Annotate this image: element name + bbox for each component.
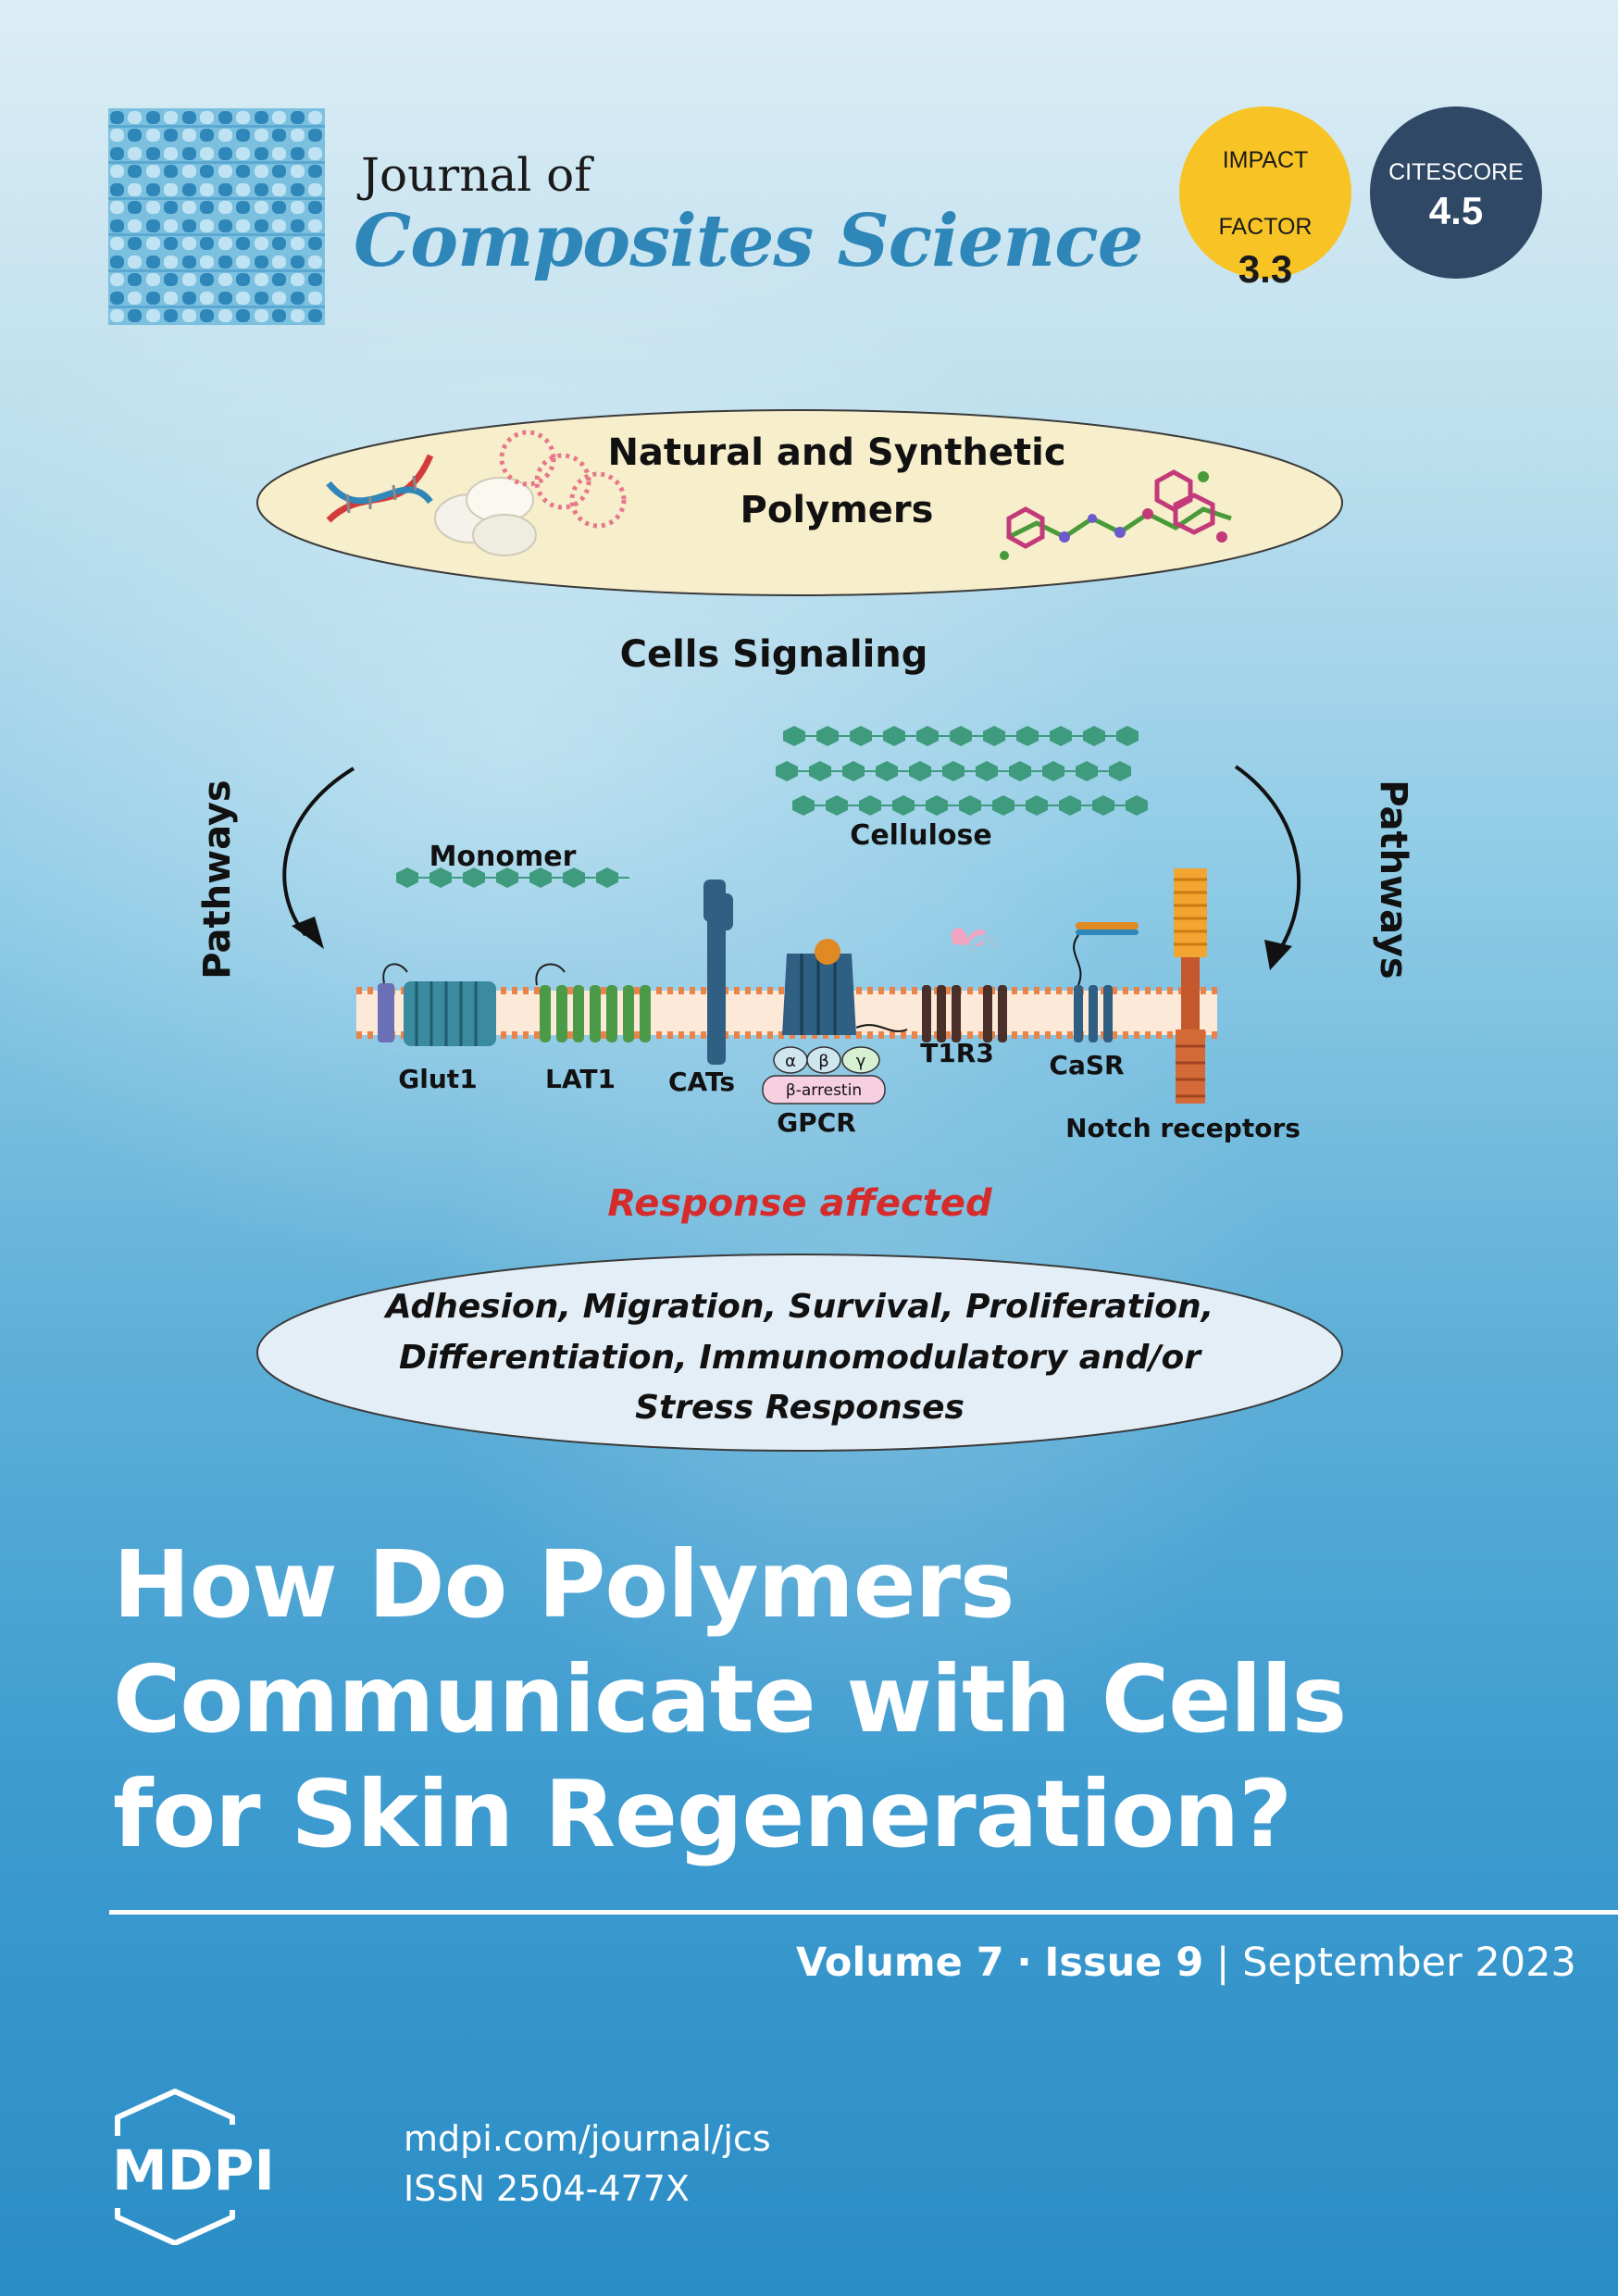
bottom-ellipse-line1: Adhesion, Migration, Survival, Prolifera… <box>383 1288 1214 1326</box>
polymer-chain-icon <box>499 430 627 529</box>
journal-name: Composites Science <box>354 199 1143 283</box>
casr-label: CaSR <box>1049 1050 1124 1080</box>
impact-value: 3.3 <box>1238 247 1293 291</box>
issue-bar: | <box>1215 1940 1230 1986</box>
title-divider <box>109 1910 1618 1915</box>
journal-issn: ISSN 2504-477X <box>404 2168 690 2209</box>
impact-factor-badge: IMPACT FACTOR 3.3 <box>1179 106 1351 291</box>
volume-text: Volume 7 <box>796 1940 1004 1986</box>
gpcr-gamma: γ <box>856 1052 866 1071</box>
notch-receptor <box>1174 868 1207 1104</box>
top-ellipse-line2: Polymers <box>741 489 934 531</box>
issue-date: September 2023 <box>1242 1940 1576 1986</box>
top-ellipse-line1: Natural and Synthetic <box>607 431 1065 474</box>
gpcr-arrestin: β-arrestin <box>786 1081 862 1100</box>
article-title: How Do Polymers Communicate with Cells f… <box>113 1528 1557 1872</box>
issue-info: Volume 7 · Issue 9 | September 2023 <box>796 1940 1576 1986</box>
article-title-line3: for Skin Regeneration? <box>113 1760 1292 1868</box>
right-pathway-arrow <box>1234 765 1301 970</box>
gpcr-beta: β <box>818 1052 829 1071</box>
journal-logo-pattern <box>108 108 325 325</box>
t1r3-label: T1R3 <box>920 1038 994 1068</box>
cats-transporter <box>703 880 733 1065</box>
casr-receptor <box>1073 922 1139 1042</box>
lat1-transporter <box>535 963 651 1042</box>
left-pathway-arrow <box>282 767 355 949</box>
graphical-abstract: Natural and Synthetic Polymers Cells Sig… <box>196 409 1414 1452</box>
gpcr-alpha: α <box>785 1052 796 1071</box>
glut1-transporter <box>378 963 496 1046</box>
response-affected-label: Response affected <box>607 1182 992 1225</box>
silk-cocoon-icon <box>434 477 537 556</box>
cells-signaling-label: Cells Signaling <box>620 633 928 676</box>
pathways-left-label: Pathways <box>196 780 239 979</box>
journal-url[interactable]: mdpi.com/journal/jcs <box>404 2118 771 2159</box>
article-title-line1: How Do Polymers <box>113 1530 1014 1639</box>
gpcr-receptor <box>762 939 908 1104</box>
mdpi-logo-text: MDPI <box>112 2139 275 2203</box>
cellulose-label: Cellulose <box>850 819 991 852</box>
issue-separator: · <box>1016 1940 1032 1986</box>
impact-label-1: IMPACT <box>1222 147 1309 173</box>
monomer-label: Monomer <box>429 841 577 873</box>
bottom-ellipse-line2: Differentiation, Immunomodulatory and/or <box>399 1339 1202 1377</box>
t1r3-receptor <box>922 928 1007 1042</box>
pathways-right-label: Pathways <box>1372 780 1414 979</box>
gpcr-label: GPCR <box>777 1107 856 1138</box>
citescore-value: 4.5 <box>1428 189 1484 232</box>
journal-prefix: Journal of <box>361 148 591 202</box>
mdpi-logo: MDPI <box>112 2089 275 2245</box>
cellulose-chains <box>776 726 1148 816</box>
citescore-label: CITESCORE <box>1388 159 1524 185</box>
notch-label: Notch receptors <box>1065 1113 1301 1143</box>
lat1-label: LAT1 <box>545 1064 616 1094</box>
glut1-label: Glut1 <box>398 1064 477 1094</box>
impact-label-2: FACTOR <box>1218 214 1313 240</box>
responses-ellipse <box>256 1254 1343 1452</box>
article-title-line2: Communicate with Cells <box>113 1645 1347 1753</box>
bottom-ellipse-line3: Stress Responses <box>635 1389 965 1427</box>
monomer-chain <box>396 867 629 888</box>
issue-number: Issue 9 <box>1044 1940 1204 1986</box>
dna-icon <box>326 454 434 523</box>
cats-label: CATs <box>668 1067 735 1097</box>
molecule-icon <box>1000 469 1232 560</box>
citescore-badge: CITESCORE 4.5 <box>1370 106 1542 279</box>
